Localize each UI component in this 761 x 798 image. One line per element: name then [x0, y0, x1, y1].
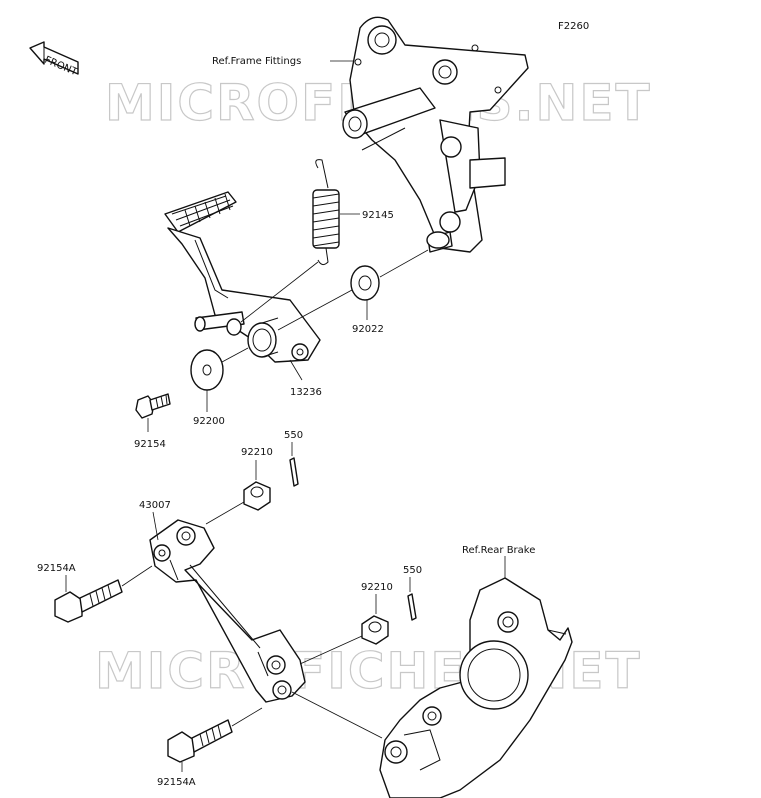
- callout-43007: 43007: [139, 500, 171, 511]
- axis-line-nut-upper: [205, 501, 245, 525]
- return-spring: [312, 159, 340, 266]
- axis-line-bolt-lower: [231, 707, 263, 727]
- callout-550-lower: 550: [403, 565, 422, 576]
- leader-13236: [289, 359, 303, 381]
- callout-92154A-upper: 92154A: [37, 563, 76, 574]
- callout-92022: 92022: [352, 324, 384, 335]
- callout-92154: 92154: [134, 439, 166, 450]
- callout-92200: 92200: [193, 416, 225, 427]
- figure-id: F2260: [558, 21, 589, 32]
- cotter-pin-lower: [407, 593, 417, 621]
- axis-line-bushing: [277, 289, 353, 331]
- front-arrow-icon: FRONT: [29, 41, 79, 78]
- washer-upper: [350, 265, 380, 301]
- ref-rear-brake-label: Ref.Rear Brake: [462, 545, 535, 556]
- callout-92154A-lower: 92154A: [157, 777, 196, 788]
- callout-13236: 13236: [290, 387, 322, 398]
- cotter-pin-upper: [289, 457, 299, 487]
- axis-line-spring-hook: [240, 261, 319, 323]
- nut-upper: [243, 481, 271, 511]
- pedal-bolt: [135, 393, 171, 419]
- brake-pedal: [164, 191, 321, 363]
- axis-line-nut-lower: [299, 635, 363, 665]
- rear-brake-lever: [379, 577, 573, 798]
- callout-92210-lower: 92210: [361, 582, 393, 593]
- axis-line-bolt-upper: [121, 565, 153, 587]
- axis-line-washer: [379, 249, 429, 278]
- nut-lower: [361, 615, 389, 645]
- leader-43007: [152, 511, 159, 541]
- pivot-bushing: [247, 317, 279, 358]
- callout-550-upper: 550: [284, 430, 303, 441]
- washer-lower: [190, 349, 224, 391]
- rod-bolt-lower: [167, 719, 233, 763]
- ref-frame-fittings-label: Ref.Frame Fittings: [212, 56, 301, 67]
- brake-rod: [149, 519, 306, 703]
- callout-92210-upper: 92210: [241, 447, 273, 458]
- axis-line-lever: [291, 691, 383, 739]
- axis-line-washer-lower: [221, 347, 249, 363]
- rod-bolt-upper: [54, 579, 123, 623]
- callout-92145: 92145: [362, 210, 394, 221]
- frame-bracket: [342, 16, 529, 253]
